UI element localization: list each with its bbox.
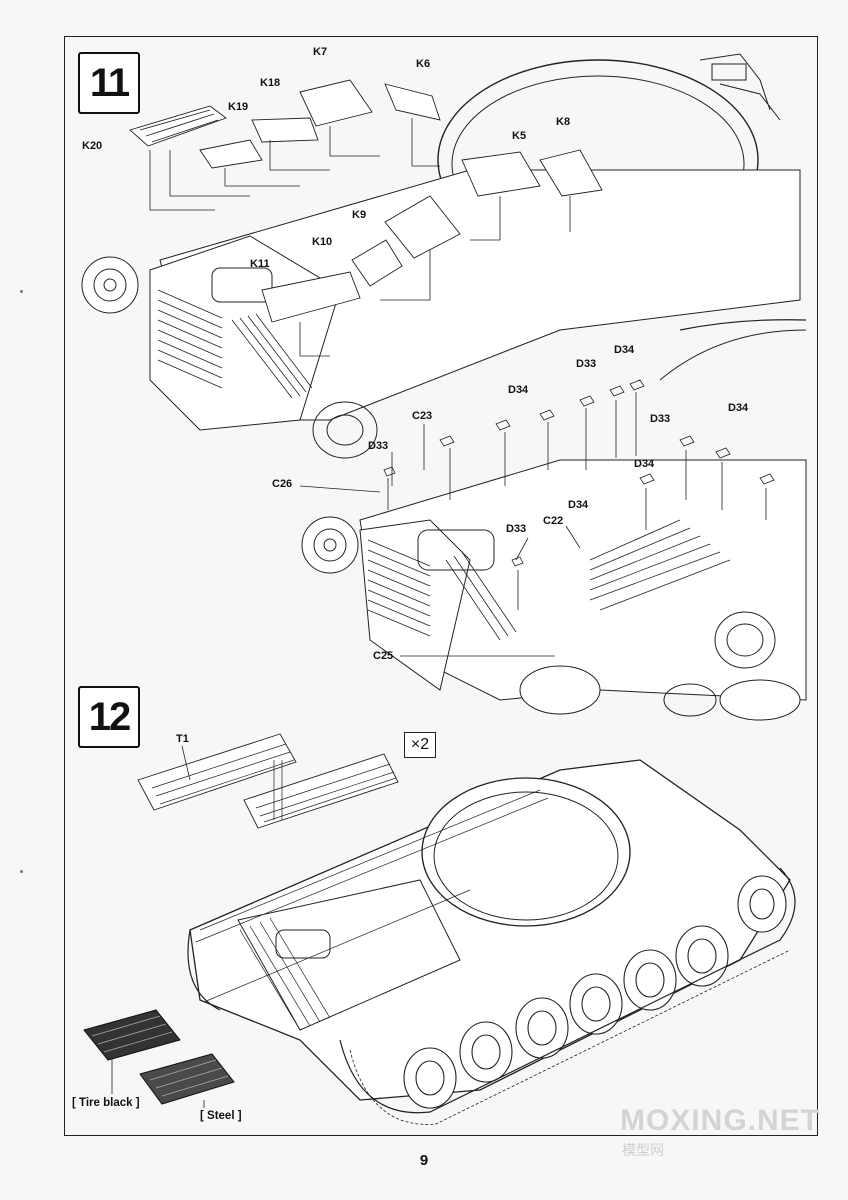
label-d33-c: D33 (368, 440, 389, 452)
label-k20: K20 (82, 140, 103, 152)
label-c23: C23 (412, 410, 433, 422)
binding-mark (20, 290, 23, 293)
track-sample-tire-black (83, 1009, 181, 1061)
watermark: MOXING.NET (620, 1104, 821, 1137)
label-c25: C25 (373, 650, 394, 662)
sprocket-upper (81, 256, 139, 314)
part-k7 (299, 79, 373, 127)
paint-callout-steel: [ Steel ] (200, 1110, 242, 1122)
part-k19 (199, 139, 263, 169)
label-d33-b: D33 (650, 413, 671, 425)
label-k6: K6 (416, 58, 431, 70)
track-links-t1-b (243, 753, 399, 829)
label-k10: K10 (312, 236, 333, 248)
step-number-12: 12 (78, 686, 140, 748)
watermark-subtitle: 模型网 (622, 1142, 664, 1158)
part-k10 (351, 239, 403, 287)
label-k11: K11 (250, 258, 270, 270)
part-k11 (261, 271, 361, 323)
page-frame (64, 36, 818, 1136)
label-c26: C26 (272, 478, 293, 490)
part-k8 (539, 149, 603, 197)
sprocket-lower (301, 516, 359, 574)
quantity-multiplier: ×2 (404, 732, 436, 758)
label-k18: K18 (260, 77, 281, 89)
label-k8: K8 (556, 116, 571, 128)
label-d34-d: D34 (634, 458, 655, 470)
part-k9 (384, 195, 461, 259)
paint-callout-tire-black: [ Tire black ] (72, 1097, 140, 1109)
label-d34-a: D34 (614, 344, 635, 356)
track-links-t1-a (137, 733, 297, 811)
binding-mark (20, 870, 23, 873)
page-number: 9 (419, 1152, 429, 1169)
label-d33-d: D33 (506, 523, 527, 535)
part-k6 (384, 83, 441, 121)
label-k9: K9 (352, 209, 367, 221)
turret-ring-complete (421, 777, 631, 927)
label-k19: K19 (228, 101, 249, 113)
label-c22: C22 (543, 515, 564, 527)
part-k5 (461, 151, 541, 197)
label-t1: T1 (176, 733, 189, 745)
label-d33-a: D33 (576, 358, 597, 370)
label-d34-e: D34 (568, 499, 589, 511)
label-k5: K5 (512, 130, 527, 142)
part-k18 (251, 117, 319, 143)
label-k7: K7 (313, 46, 328, 58)
label-d34-c: D34 (728, 402, 749, 414)
step-number-11: 11 (78, 52, 140, 114)
label-d34-b: D34 (508, 384, 529, 396)
